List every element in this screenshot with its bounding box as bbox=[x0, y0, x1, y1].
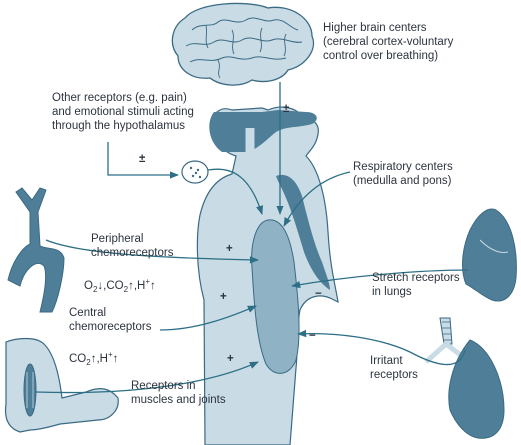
sign-central: + bbox=[220, 291, 227, 303]
label-respiratory-centers: Respiratory centers (medulla and pons) bbox=[353, 161, 453, 187]
arm-muscle-illustration bbox=[4, 337, 119, 433]
label-other-receptors: Other receptors (e.g. pain) and emotiona… bbox=[52, 92, 194, 132]
sign-peripheral: + bbox=[226, 243, 233, 255]
arrow-peripheral bbox=[45, 239, 259, 264]
brain-illustration bbox=[171, 2, 315, 86]
arrow-irritant bbox=[297, 329, 466, 366]
brainstem-illustration bbox=[181, 106, 339, 445]
lower-lung-illustration bbox=[424, 317, 505, 439]
label-irritant: Irritant receptors bbox=[370, 355, 418, 381]
arrow-hypothalamus bbox=[207, 168, 264, 215]
arrow-central bbox=[159, 305, 257, 331]
label-higher-brain: Higher brain centers (cerebral cortex-vo… bbox=[323, 22, 454, 62]
arrow-other-receptors bbox=[107, 142, 179, 179]
label-central: Central chemoreceptors bbox=[69, 307, 152, 333]
arrow-respiratory-centers bbox=[283, 171, 351, 227]
sign-stretch: − bbox=[315, 288, 322, 300]
arrow-muscles bbox=[35, 361, 259, 394]
sign-higher-brain: ± bbox=[283, 103, 290, 115]
sign-muscles: + bbox=[227, 353, 234, 365]
label-stretch: Stretch receptors in lungs bbox=[372, 272, 460, 298]
formula-peripheral: O2↓,CO2↑,H+↑ bbox=[84, 277, 156, 295]
arrow-stretch bbox=[291, 269, 469, 289]
sign-irritant: − bbox=[309, 330, 316, 342]
formula-central: CO2↑,H+↑ bbox=[69, 350, 119, 368]
sign-other-receptors: ± bbox=[139, 153, 146, 165]
arrows bbox=[35, 82, 469, 394]
label-peripheral: Peripheral chemoreceptors bbox=[91, 233, 174, 259]
label-muscles: Receptors in muscles and joints bbox=[131, 380, 226, 406]
upper-lung-illustration bbox=[462, 208, 517, 302]
carotid-aorta-illustration bbox=[7, 187, 65, 313]
